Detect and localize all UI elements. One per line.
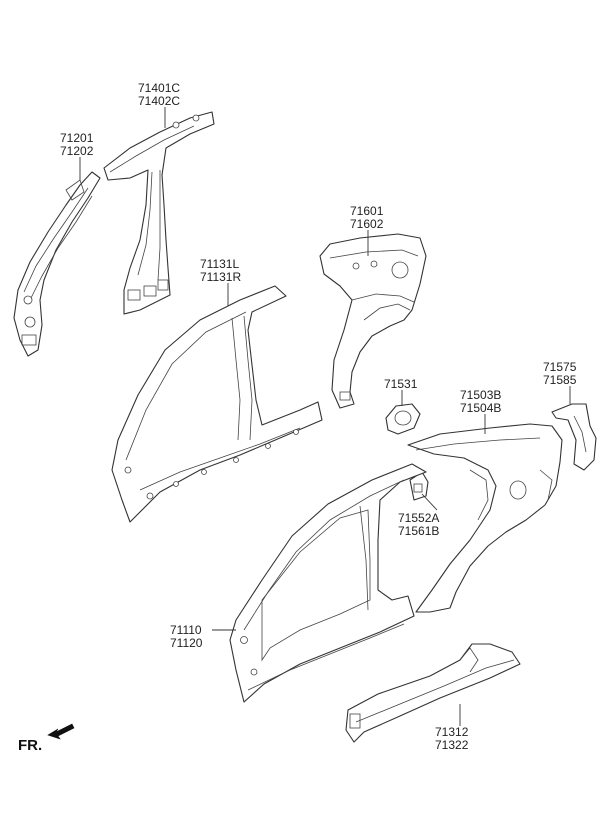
callout-quarter-panel: 71503B 71504B	[460, 388, 501, 415]
part-side-outer-panel	[229, 463, 427, 703]
part-quarter-panel	[407, 423, 563, 613]
callout-text: 71552A	[398, 511, 439, 525]
callout-text: 71120	[170, 636, 203, 650]
callout-text: 71201	[60, 131, 94, 145]
callout-b-pillar-outer: 71401C 71402C	[138, 81, 180, 108]
callout-text: 71131R	[200, 270, 241, 284]
callout-text: 71601	[350, 204, 384, 218]
leader-lines	[79, 107, 571, 726]
callout-tail-bracket: 71575 71585	[543, 360, 577, 387]
front-label: FR.	[18, 737, 42, 754]
callout-rear-wheelhouse: 71601 71602	[350, 204, 384, 231]
callout-text: 71602	[350, 217, 384, 231]
callout-side-sill: 71312 71322	[435, 725, 469, 752]
orientation-indicator: FR.	[18, 723, 75, 754]
callout-text: 71312	[435, 725, 469, 739]
callout-text: 71322	[435, 738, 469, 752]
callout-text: 71504B	[460, 401, 501, 415]
callout-small-bracket: 71552A 71561B	[398, 511, 439, 538]
part-side-sill	[345, 643, 521, 743]
part-inner-side-panel	[111, 285, 323, 523]
callout-text: 71401C	[138, 81, 180, 95]
callout-text: 71503B	[460, 388, 501, 402]
callout-inner-side-panel: 71131L 71131R	[200, 257, 241, 284]
callout-text: 71110	[170, 623, 202, 637]
front-direction-arrow-icon	[47, 723, 75, 740]
part-b-pillar-outer	[103, 111, 215, 315]
callout-text: 71131L	[200, 257, 239, 271]
callout-text: 71202	[60, 144, 94, 158]
part-rear-wheelhouse	[319, 233, 427, 409]
part-fuel-filler	[385, 403, 421, 435]
callout-side-outer-panel: 71110 71120	[170, 623, 203, 650]
callout-text: 71585	[543, 373, 577, 387]
part-a-pillar-inner	[13, 171, 101, 357]
callout-text: 71561B	[398, 524, 439, 538]
part-tail-bracket	[551, 403, 597, 471]
callout-text: 71531	[384, 377, 418, 391]
callout-text: 71575	[543, 360, 577, 374]
callout-a-pillar-inner: 71201 71202	[60, 131, 94, 158]
callout-fuel-filler: 71531	[384, 377, 418, 391]
callout-text: 71402C	[138, 94, 180, 108]
